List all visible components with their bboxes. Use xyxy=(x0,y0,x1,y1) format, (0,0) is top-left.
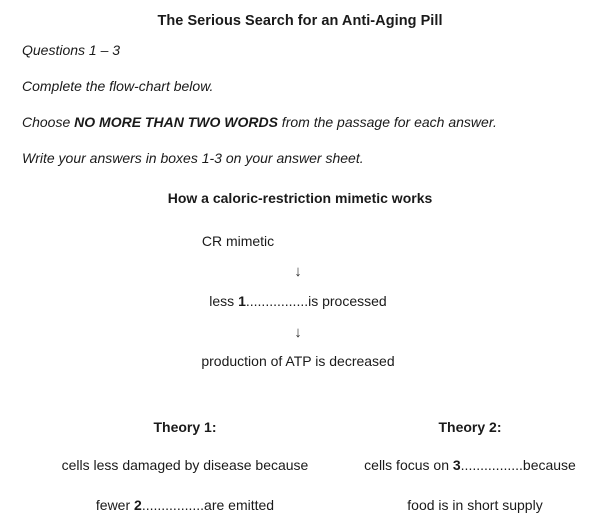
answer-sheet-instruction: Write your answers in boxes 1-3 on your … xyxy=(22,150,364,166)
theory-1-line-1: cells less damaged by disease because xyxy=(61,457,309,473)
theory-1-line-2-suffix: are emitted xyxy=(204,497,275,513)
flowchart-node-less-processed: less 1................is processed xyxy=(0,292,600,310)
theory-1-title: Theory 1: xyxy=(153,419,217,435)
gap-number-2: 2 xyxy=(134,497,142,513)
theory-2-line-1: cells focus on 3................because xyxy=(345,456,595,474)
down-arrow-icon: ↓ xyxy=(294,324,302,341)
down-arrow-icon: ↓ xyxy=(294,263,302,280)
gap-dots-3: ................ xyxy=(460,457,523,473)
flowchart-node-atp-decreased: production of ATP is decreased xyxy=(201,353,395,369)
node-less-prefix: less xyxy=(209,293,239,309)
theory-2-line-1-prefix: cells focus on xyxy=(364,457,453,473)
theory-1-line-2: fewer 2................are emitted xyxy=(55,496,315,514)
theory-2-title: Theory 2: xyxy=(438,419,502,435)
theory-2-line-2: food is in short supply xyxy=(407,497,543,513)
gap-number-1: 1 xyxy=(238,293,246,309)
theory-2-line-1-suffix: because xyxy=(522,457,576,473)
theory-column-1: Theory 1: cells less damaged by disease … xyxy=(55,418,315,514)
theory-1-line-2-prefix: fewer xyxy=(95,497,135,513)
theory-column-2: Theory 2: cells focus on 3..............… xyxy=(345,418,595,514)
word-limit-prefix: Choose xyxy=(22,114,75,130)
instructions-block: Questions 1 – 3 Complete the flow-chart … xyxy=(22,42,578,167)
flowchart-node-cr-mimetic: CR mimetic xyxy=(201,233,275,249)
gap-dots-2: ................ xyxy=(141,497,205,513)
word-limit-instruction: Choose NO MORE THAN TWO WORDS from the p… xyxy=(22,114,578,131)
word-limit-suffix: from the passage for each answer. xyxy=(277,114,497,130)
gap-dots-1: ................ xyxy=(245,293,309,309)
word-limit-emphasis: NO MORE THAN TWO WORDS xyxy=(74,114,278,130)
task-instruction: Complete the flow-chart below. xyxy=(22,78,214,94)
gap-number-3: 3 xyxy=(452,457,461,473)
node-less-suffix: is processed xyxy=(308,293,387,309)
flowchart-heading: How a caloric-restriction mimetic works xyxy=(167,190,433,206)
questions-range-label: Questions 1 – 3 xyxy=(22,42,121,58)
page-title: The Serious Search for an Anti-Aging Pil… xyxy=(157,13,443,29)
